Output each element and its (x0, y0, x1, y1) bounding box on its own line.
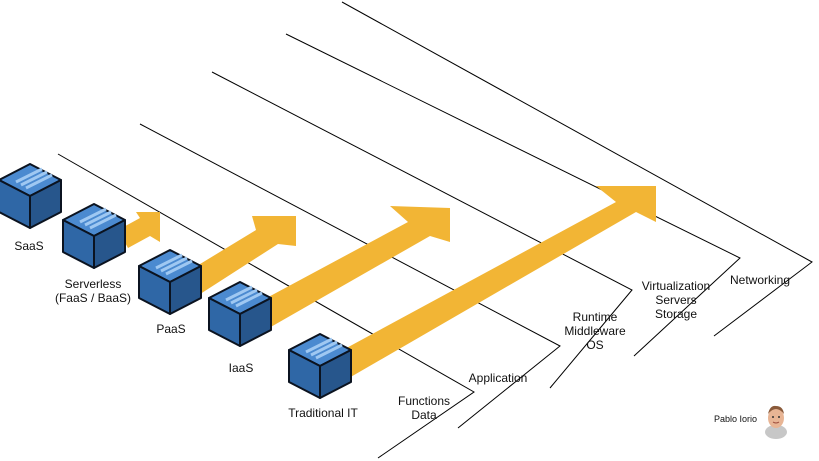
layer-boundary-virtualization (285, 33, 741, 357)
cube-icon (288, 333, 352, 399)
layer-label-networking: Networking (724, 273, 796, 287)
cube-icon (138, 249, 202, 315)
layer-label-line: Virtualization (641, 279, 711, 293)
model-label-line: (FaaS / BaaS) (54, 291, 132, 305)
layer-label-line: Functions (397, 394, 451, 408)
layer-label-line: Servers (655, 293, 697, 307)
layer-label-line: Networking (729, 273, 791, 287)
author-credit: Pablo Iorio (714, 414, 758, 424)
cube-icon (208, 281, 272, 347)
model-label-line: IaaS (228, 361, 254, 375)
layer-boundary-application (139, 123, 561, 429)
layer-boundaries (57, 1, 813, 459)
model-label-line: PaaS (156, 322, 186, 336)
layer-label-line: Data (411, 408, 437, 422)
layer-label-application: Application (460, 371, 536, 385)
model-label-line: SaaS (14, 239, 44, 253)
layer-boundary-runtime (211, 71, 633, 389)
model-label-line: Serverless (64, 277, 122, 291)
arrow-traditional-it (328, 186, 656, 382)
layer-label-line: Application (468, 371, 528, 385)
layer-label-virtualization: Virtualization Servers Storage (634, 279, 718, 321)
model-label-line: Traditional IT (288, 406, 358, 420)
model-label-paas: PaaS (146, 322, 196, 336)
layer-boundary-networking (341, 1, 813, 337)
layer-label-runtime: Runtime Middleware OS (558, 310, 632, 352)
cube-icon (0, 163, 62, 229)
person-avatar-icon (765, 405, 787, 439)
model-label-serverless: Serverless (FaaS / BaaS) (48, 277, 138, 305)
layer-label-line: Middleware (564, 324, 626, 338)
arrow-serverless (118, 212, 160, 248)
layer-label-functions: Functions Data (390, 394, 458, 422)
cubes (0, 163, 352, 399)
layer-label-line: Runtime (572, 310, 618, 324)
layer-boundary-functions (57, 153, 475, 459)
arrow-iaas (248, 206, 450, 332)
layer-label-line: Storage (654, 307, 698, 321)
cube-icon (62, 203, 126, 269)
layer-label-line: OS (586, 338, 604, 352)
model-label-iaas: IaaS (216, 361, 266, 375)
arrows (118, 186, 656, 382)
model-label-saas: SaaS (0, 239, 58, 253)
arrow-paas (182, 216, 296, 298)
model-label-traditional-it: Traditional IT (278, 406, 368, 420)
